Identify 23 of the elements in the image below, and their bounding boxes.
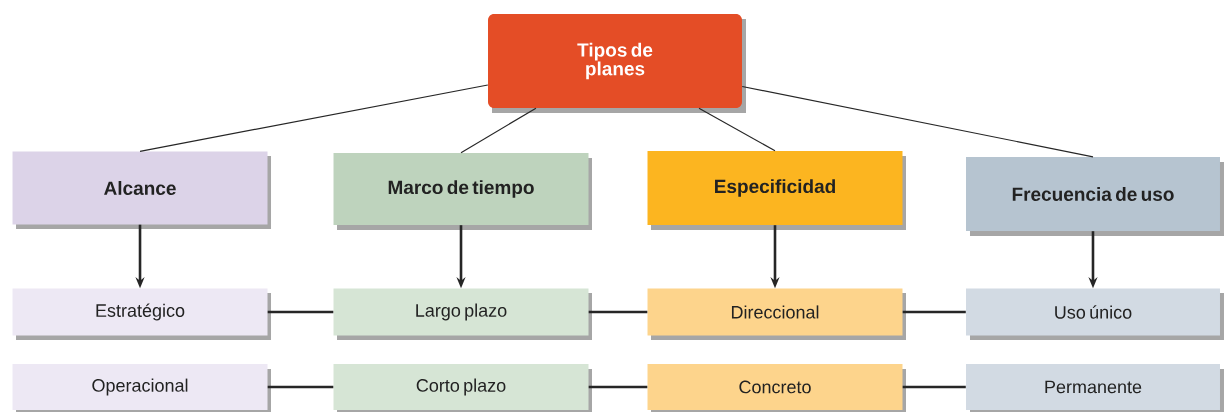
category-box: Alcance [12,151,271,229]
connector-line [902,385,966,389]
category-box: Especificidad [647,151,906,230]
connector-line [741,85,1094,158]
connector-line [902,310,966,314]
category-box: Marco de tiempo [333,153,592,230]
item-box: Concreto [647,364,906,412]
item-box: Permanente [966,364,1224,412]
connector-line [588,310,648,314]
item-box: Operacional [12,364,271,412]
connector-line [460,107,537,154]
connector-line [267,385,334,389]
item-box: Largo plazo [333,288,592,340]
connector-line [588,385,648,389]
connector-line [698,107,776,152]
item-box: Estratégico [12,288,271,340]
item-box: Uso único [966,288,1224,340]
title-box: Tipos de planes [488,14,746,113]
connector-line [267,310,334,314]
connector-line [139,84,489,152]
category-box: Frecuencia de uso [966,157,1224,236]
item-box: Corto plazo [333,364,592,412]
item-box: Direccional [647,288,906,340]
